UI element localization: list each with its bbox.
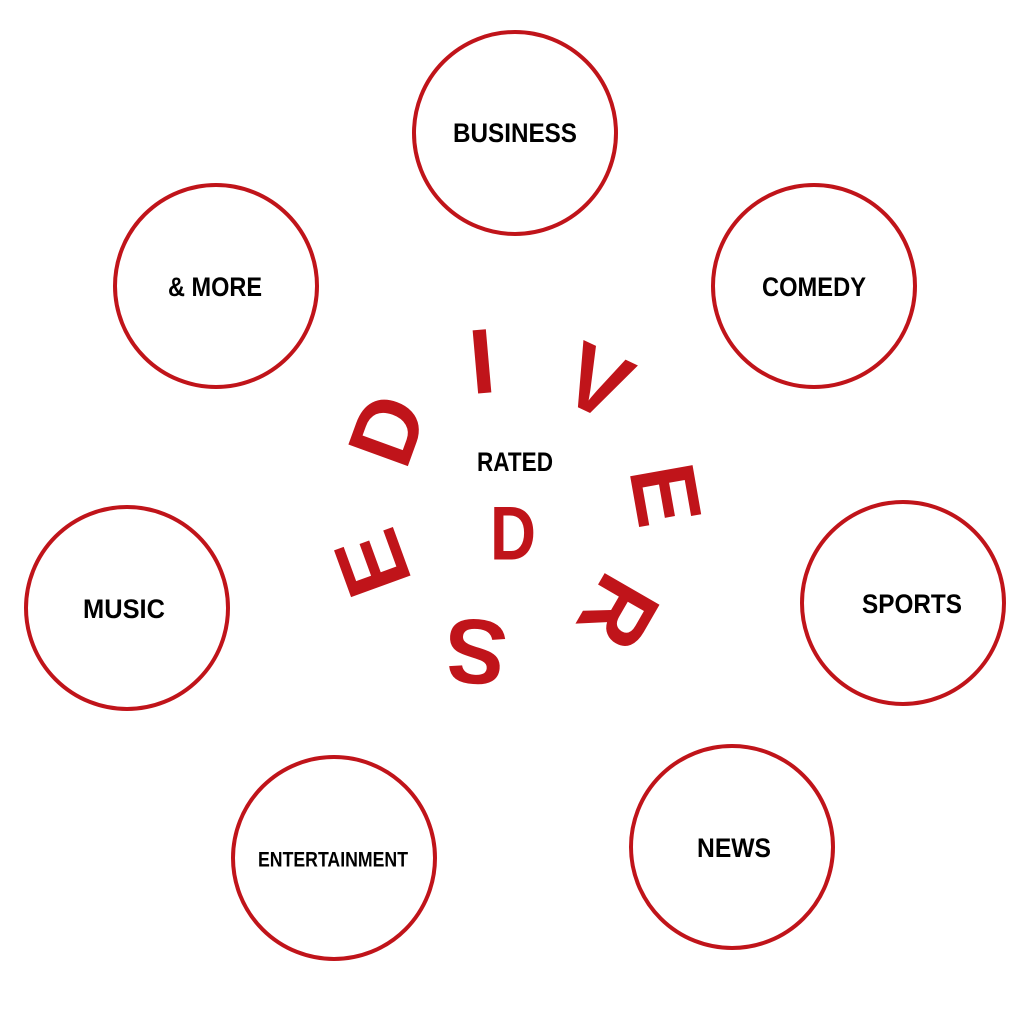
node-circle — [113, 183, 319, 389]
ring-letter: I — [465, 310, 499, 414]
node-circle — [800, 500, 1006, 706]
ring-letter: R — [557, 558, 679, 667]
node-circle — [24, 505, 230, 711]
node-label: ENTERTAINMENT — [258, 849, 408, 872]
center-logo: RATED D — [477, 447, 553, 577]
node-music: MUSIC — [24, 505, 230, 711]
ring-letter: E — [315, 517, 432, 610]
ring-letter: S — [441, 598, 511, 705]
node-entertainment: ENTERTAINMENT — [231, 755, 437, 961]
node-circle — [629, 744, 835, 950]
node-circle — [412, 30, 618, 236]
center-big-letter: D — [490, 492, 536, 577]
node-circle — [231, 755, 437, 961]
node-sports: SPORTS — [800, 500, 1006, 706]
node-label: COMEDY — [762, 272, 866, 302]
node-label: BUSINESS — [453, 118, 577, 148]
center-rated-label: RATED — [477, 447, 553, 477]
node-business: BUSINESS — [412, 30, 618, 236]
node-label: & MORE — [168, 272, 262, 302]
ring-letter: D — [329, 381, 448, 478]
node-news: NEWS — [629, 744, 835, 950]
node-circle — [711, 183, 917, 389]
node-comedy: COMEDY — [711, 183, 917, 389]
ring-letter: V — [548, 323, 647, 441]
node-label: SPORTS — [862, 589, 962, 619]
node-more: & MORE — [113, 183, 319, 389]
node-label: NEWS — [697, 833, 771, 863]
ring-letter: E — [609, 456, 720, 534]
node-label: MUSIC — [83, 594, 165, 624]
